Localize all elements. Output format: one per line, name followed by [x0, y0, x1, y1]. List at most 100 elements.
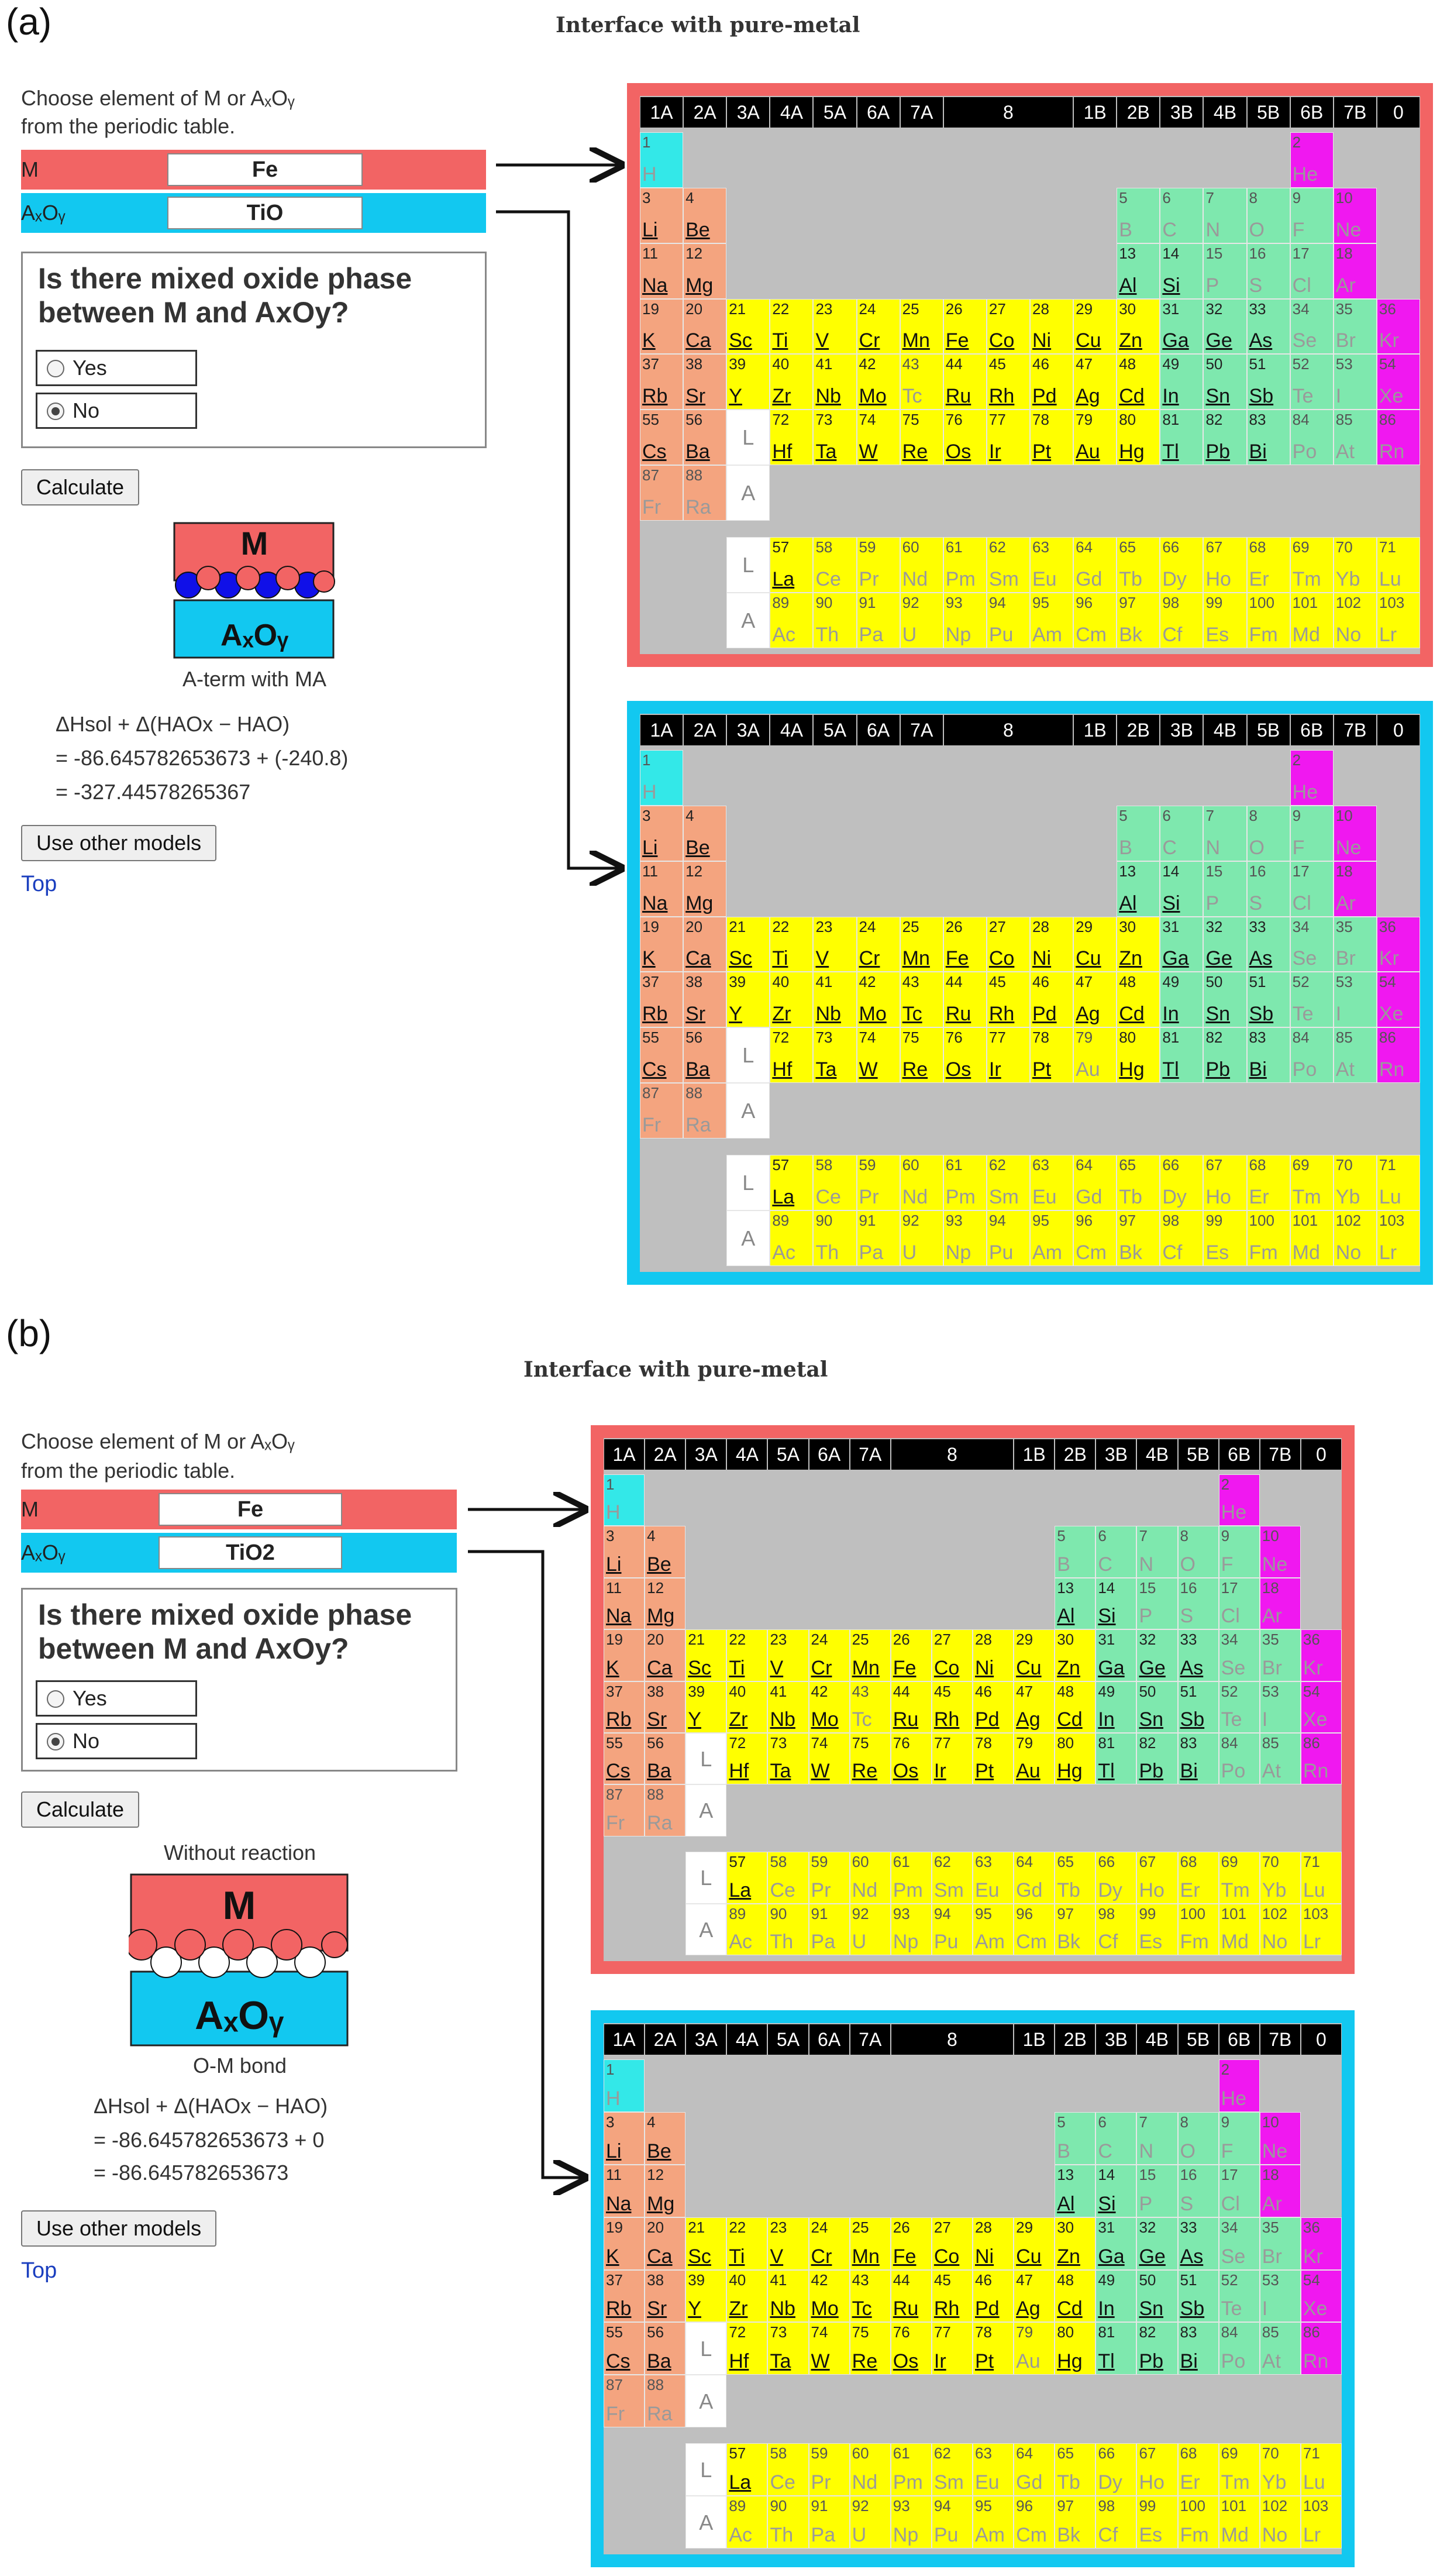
element-symbol[interactable]: Mn [902, 329, 930, 352]
element-symbol[interactable]: Li [606, 2140, 622, 2162]
element-symbol[interactable]: Ru [893, 2298, 919, 2320]
element-symbol[interactable]: La [772, 1186, 795, 1209]
element-symbol[interactable]: K [642, 329, 656, 352]
element-symbol[interactable]: Tc [902, 1003, 922, 1026]
element-symbol[interactable]: Fe [945, 947, 969, 970]
use-other-models-button[interactable]: Use other models [21, 825, 217, 861]
element-symbol[interactable]: Pb [1139, 2350, 1164, 2373]
element-symbol[interactable]: Ca [685, 947, 711, 970]
element-symbol[interactable]: Mo [859, 1003, 887, 1026]
element-symbol[interactable]: Sb [1249, 385, 1274, 408]
element-symbol[interactable]: Cr [811, 2245, 832, 2268]
element-symbol[interactable]: Cs [606, 1760, 631, 1783]
element-symbol[interactable]: Li [642, 218, 658, 241]
element-symbol[interactable]: Mn [902, 947, 930, 970]
element-symbol[interactable]: Cd [1057, 1708, 1083, 1731]
element-symbol[interactable]: As [1180, 2245, 1204, 2268]
element-symbol[interactable]: Pt [1032, 1058, 1052, 1081]
element-symbol[interactable]: Ir [988, 1058, 1001, 1081]
element-symbol[interactable]: Ni [975, 1656, 994, 1679]
element-symbol[interactable]: Pb [1205, 441, 1231, 463]
element-symbol[interactable]: V [770, 2245, 784, 2268]
element-symbol[interactable]: Zr [729, 2298, 748, 2320]
element-symbol[interactable]: La [772, 568, 795, 591]
element-symbol[interactable]: Cd [1057, 2298, 1083, 2320]
element-symbol[interactable]: Pt [975, 1760, 994, 1783]
element-symbol[interactable]: Hf [729, 1760, 749, 1783]
element-symbol[interactable]: Cu [1076, 947, 1101, 970]
metal-value-field[interactable]: Fe [159, 1493, 342, 1526]
element-symbol[interactable]: Ba [685, 441, 710, 463]
element-symbol[interactable]: Ni [975, 2245, 994, 2268]
element-symbol[interactable]: Cs [642, 441, 667, 463]
element-symbol[interactable]: Na [606, 2192, 632, 2215]
element-symbol[interactable]: As [1180, 1656, 1204, 1679]
element-symbol[interactable]: Ba [685, 1058, 710, 1081]
element-symbol[interactable]: Ga [1098, 2245, 1125, 2268]
element-symbol[interactable]: Pd [975, 1708, 1000, 1731]
element-symbol[interactable]: Si [1098, 2192, 1116, 2215]
element-symbol[interactable]: Ag [1016, 1708, 1041, 1731]
element-symbol[interactable]: Os [893, 2350, 919, 2373]
element-symbol[interactable]: Pt [1032, 441, 1052, 463]
element-symbol[interactable]: Ca [685, 329, 711, 352]
element-symbol[interactable]: Al [1119, 274, 1137, 297]
element-symbol[interactable]: Sc [688, 1656, 711, 1679]
element-symbol[interactable]: Sn [1205, 1003, 1231, 1026]
element-symbol[interactable]: Al [1119, 892, 1137, 914]
element-symbol[interactable]: Cs [642, 1058, 667, 1081]
element-symbol[interactable]: Ta [815, 441, 837, 463]
element-symbol[interactable]: Ni [1032, 329, 1052, 352]
element-symbol[interactable]: Cd [1119, 385, 1145, 408]
element-symbol[interactable]: V [770, 1656, 784, 1679]
element-symbol[interactable]: Sn [1139, 2298, 1164, 2320]
element-symbol[interactable]: Cd [1119, 1003, 1145, 1026]
element-symbol[interactable]: W [811, 2350, 830, 2373]
